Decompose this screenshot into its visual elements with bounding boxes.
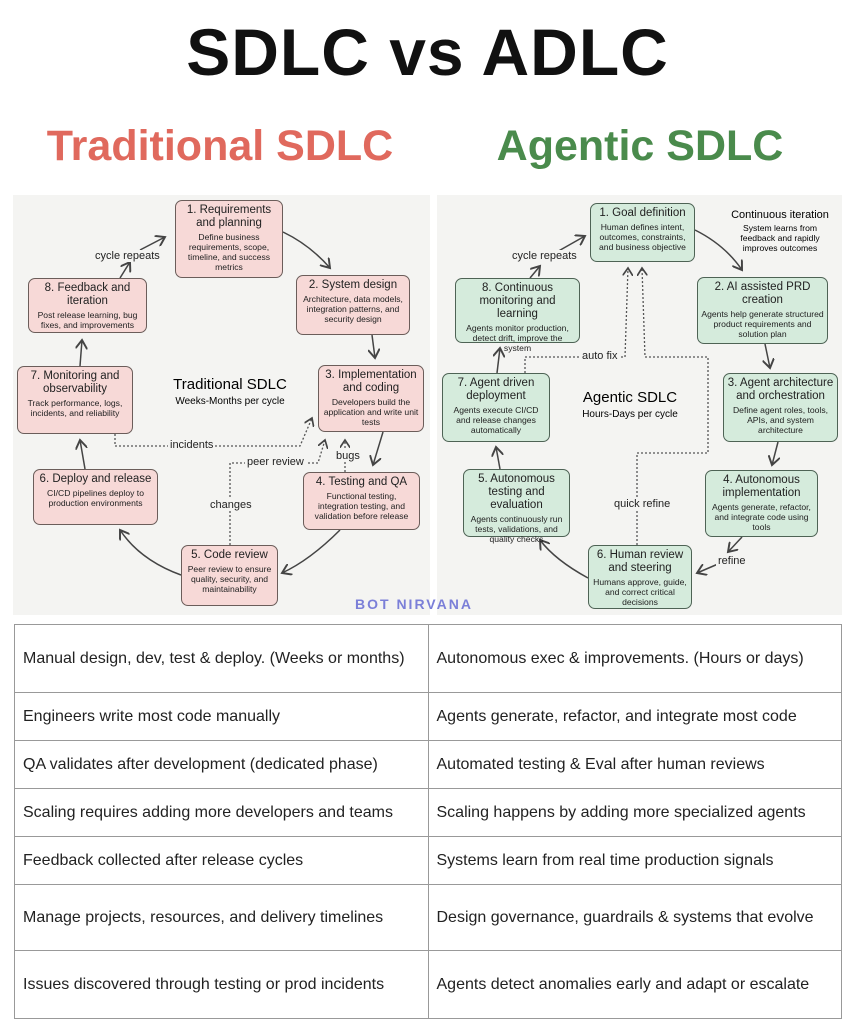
label-refine: refine [716,555,748,567]
step-desc: Human defines intent, outcomes, constrai… [599,222,686,252]
step-title: 4. Testing and QA [315,476,408,488]
step-title: 1. Goal definition [599,207,686,219]
table-row: Manage projects, resources, and delivery… [14,884,842,951]
page-title: SDLC vs ADLC [186,15,669,89]
label-peer-review: peer review [245,456,306,468]
label-changes: changes [208,499,254,511]
sdlc-step-4: 4. Testing and QA Functional testing, int… [303,472,420,530]
adlc-heading: Agentic SDLC [496,122,784,170]
step-title: 3. Implementation and coding [325,369,417,394]
note-title: Continuous iteration [731,209,829,221]
comparison-table: Manual design, dev, test & deploy. (Week… [14,624,842,1019]
watermark-logo: BOT NIRVANA [355,596,473,612]
step-title: 6. Deploy and release [39,473,152,485]
step-desc: Define business requirements, scope, tim… [187,232,271,272]
label-auto-fix: auto fix [580,350,620,362]
step-desc: Humans approve, guide, and correct criti… [593,577,687,607]
label-cycle-repeats: cycle repeats [93,250,162,262]
adlc-cell: Agents generate, refactor, and integrate… [427,692,842,741]
step-desc: Agents continuously run tests, validatio… [470,514,563,544]
adlc-cell: Scaling happens by adding more specializ… [427,788,842,837]
sdlc-cell: Manual design, dev, test & deploy. (Week… [14,624,429,693]
step-desc: Define agent roles, tools, APIs, and sys… [732,405,829,435]
step-desc: Peer review to ensure quality, security,… [187,564,272,594]
sdlc-cell: Manage projects, resources, and delivery… [14,884,429,951]
step-desc: CI/CD pipelines deploy to production env… [47,488,144,508]
sdlc-center-label: Traditional SDLC Weeks-Months per cycle [160,376,300,407]
adlc-cell: Automated testing & Eval after human rev… [427,740,842,789]
step-desc: Architecture, data models, integration p… [303,294,403,324]
step-title: 1. Requirements and planning [186,204,272,229]
step-desc: Track performance, logs, incidents, and … [27,398,123,418]
continuous-iteration-note: Continuous iteration System learns from … [725,209,835,253]
step-title: 5. Autonomous testing and evaluation [478,473,555,511]
step-title: 6. Human review and steering [596,549,684,574]
table-row: QA validates after development (dedicate… [14,740,842,789]
step-desc: Post release learning, bug fixes, and im… [37,310,138,330]
table-row: Manual design, dev, test & deploy. (Week… [14,624,842,693]
adlc-cell: Systems learn from real time production … [427,836,842,885]
step-title: 8. Continuous monitoring and learning [479,282,556,320]
sdlc-heading: Traditional SDLC [46,122,394,170]
step-title: 2. System design [308,279,398,291]
table-row: Issues discovered through testing or pro… [14,950,842,1019]
adlc-cell: Design governance, guardrails & systems … [427,884,842,951]
sdlc-cell: Engineers write most code manually [14,692,429,741]
step-title: 5. Code review [191,549,268,561]
step-title: 4. Autonomous implementation [722,474,801,499]
center-title: Traditional SDLC [173,376,287,393]
sdlc-cell: Issues discovered through testing or pro… [14,950,429,1019]
step-desc: Functional testing, integration testing,… [314,491,409,521]
center-subtitle: Hours-Days per cycle [582,409,678,420]
step-desc: Agents help generate structured product … [701,309,824,339]
sdlc-cell: Scaling requires adding more developers … [14,788,429,837]
step-title: 8. Feedback and iteration [44,282,131,307]
sdlc-cell: QA validates after development (dedicate… [14,740,429,789]
label-incidents: incidents [168,439,216,451]
adlc-cell: Agents detect anomalies early and adapt … [427,950,842,1019]
step-title: 3. Agent architecture and orchestration [727,377,834,402]
label-quick-refine: quick refine [612,498,673,510]
step-title: 2. AI assisted PRD creation [714,281,811,306]
step-desc: Developers build the application and wri… [323,397,419,427]
label-bugs: bugs [334,450,362,462]
step-title: 7. Monitoring and observability [30,370,120,395]
adlc-center-label: Agentic SDLC Hours-Days per cycle [570,389,690,420]
center-subtitle: Weeks-Months per cycle [175,396,285,407]
table-row: Scaling requires adding more developers … [14,788,842,837]
step-desc: Agents generate, refactor, and integrate… [712,502,811,532]
label-cycle-repeats: cycle repeats [510,250,579,262]
note-text: System learns from feedback and rapidly … [740,223,820,253]
sdlc-cell: Feedback collected after release cycles [14,836,429,885]
center-title: Agentic SDLC [582,389,678,406]
step-desc: Agents monitor production, detect drift,… [466,323,569,353]
adlc-cell: Autonomous exec & improvements. (Hours o… [427,624,842,693]
step-desc: Agents execute CI/CD and release changes… [453,405,539,435]
step-title: 7. Agent driven deployment [457,377,535,402]
